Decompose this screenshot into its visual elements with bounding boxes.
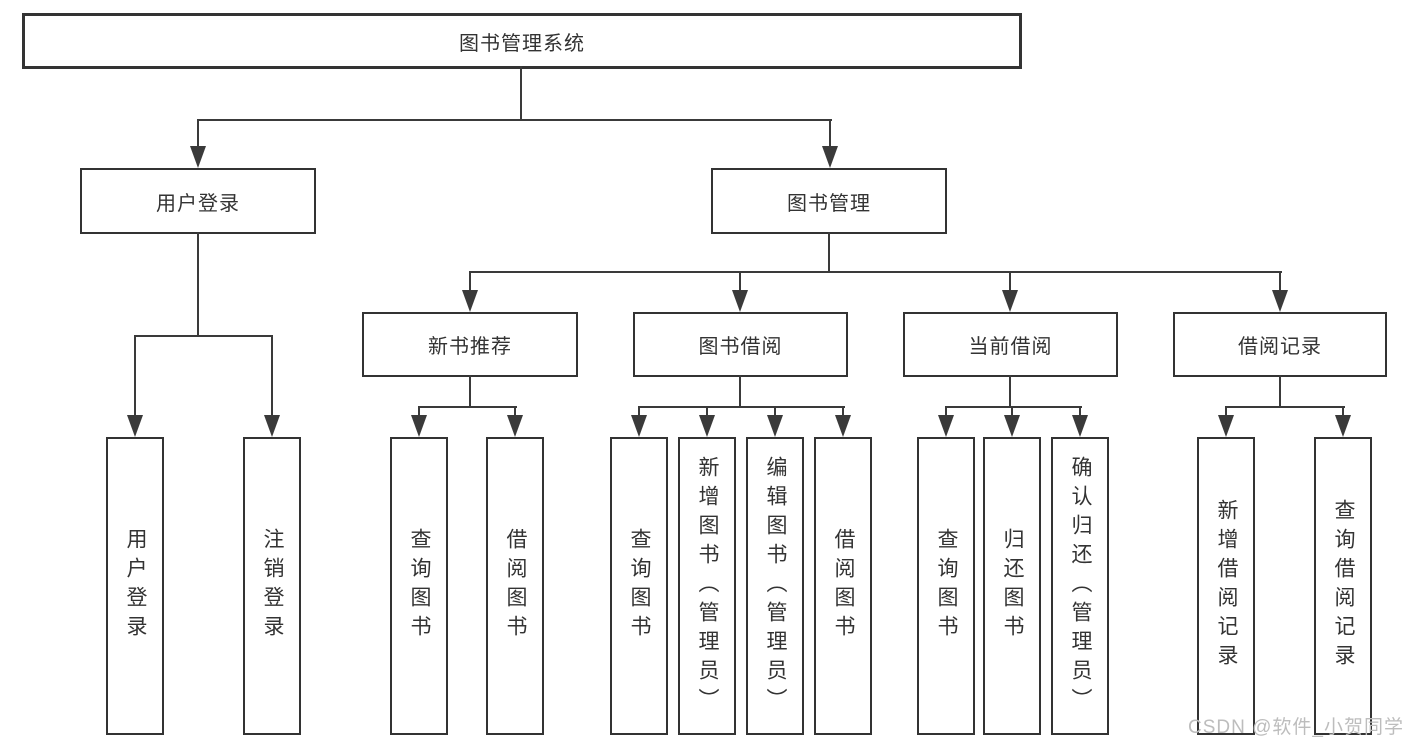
node-book-borrowing: 图书借阅 xyxy=(633,312,848,377)
node-label: 查询图书 xyxy=(408,528,431,644)
node-label: 借阅记录 xyxy=(1238,336,1322,358)
arrow-down-icon xyxy=(732,290,748,312)
node-label: 新增借阅记录 xyxy=(1215,499,1238,673)
node-query-books-current: 查询图书 xyxy=(917,437,975,735)
node-borrow-books-recommend: 借阅图书 xyxy=(486,437,544,735)
connector-line xyxy=(514,406,516,417)
connector-line xyxy=(1279,375,1281,408)
node-label: 编辑图书（管理员） xyxy=(764,455,787,717)
node-label: 新书推荐 xyxy=(428,336,512,358)
node-label: 借阅图书 xyxy=(504,528,527,644)
connector-line xyxy=(469,375,471,408)
connector-line xyxy=(774,406,776,417)
arrow-down-icon xyxy=(1004,415,1020,437)
node-borrow-books-action: 借阅图书 xyxy=(814,437,872,735)
connector-line xyxy=(842,406,844,417)
arrow-down-icon xyxy=(127,415,143,437)
node-logout-action: 注销登录 xyxy=(243,437,301,735)
node-edit-book-admin: 编辑图书（管理员） xyxy=(746,437,804,735)
connector-line xyxy=(829,119,831,147)
connector-line xyxy=(197,232,199,337)
node-query-borrow-record: 查询借阅记录 xyxy=(1314,437,1372,735)
node-label: 用户登录 xyxy=(124,528,147,644)
connector-line xyxy=(1342,406,1344,417)
connector-line xyxy=(418,406,517,408)
connector-line xyxy=(271,335,273,417)
connector-line xyxy=(134,335,136,417)
node-query-books-borrowing: 查询图书 xyxy=(610,437,668,735)
arrow-down-icon xyxy=(1002,290,1018,312)
connector-line xyxy=(638,406,845,408)
node-query-books-recommend: 查询图书 xyxy=(390,437,448,735)
arrow-down-icon xyxy=(462,290,478,312)
connector-line xyxy=(638,406,640,417)
connector-line xyxy=(197,119,832,121)
node-add-borrow-record: 新增借阅记录 xyxy=(1197,437,1255,735)
node-user-login-action: 用户登录 xyxy=(106,437,164,735)
node-label: 借阅图书 xyxy=(832,528,855,644)
connector-line xyxy=(739,271,741,292)
connector-line xyxy=(1279,271,1281,292)
watermark: CSDN @软件_小贺同学 xyxy=(1188,717,1404,738)
connector-line xyxy=(418,406,420,417)
arrow-down-icon xyxy=(938,415,954,437)
node-return-books: 归还图书 xyxy=(983,437,1041,735)
node-user-login: 用户登录 xyxy=(80,168,316,234)
arrow-down-icon xyxy=(190,146,206,168)
node-new-book-recommend: 新书推荐 xyxy=(362,312,578,377)
node-label: 当前借阅 xyxy=(968,336,1053,358)
node-library-management-system: 图书管理系统 xyxy=(22,13,1022,69)
arrow-down-icon xyxy=(835,415,851,437)
node-label: 图书管理 xyxy=(787,192,871,215)
node-label: 查询借阅记录 xyxy=(1332,499,1355,673)
node-label: 查询图书 xyxy=(935,528,958,644)
node-label: 查询图书 xyxy=(628,528,651,644)
connector-line xyxy=(945,406,947,417)
arrow-down-icon xyxy=(1335,415,1351,437)
arrow-down-icon xyxy=(411,415,427,437)
node-add-book-admin: 新增图书（管理员） xyxy=(678,437,736,735)
node-current-borrowing: 当前借阅 xyxy=(903,312,1118,377)
arrow-down-icon xyxy=(1272,290,1288,312)
connector-line xyxy=(197,119,199,147)
node-label: 用户登录 xyxy=(156,192,240,215)
connector-line xyxy=(1225,406,1345,408)
node-label: 图书借阅 xyxy=(698,336,783,358)
connector-line xyxy=(469,271,471,292)
node-label: 归还图书 xyxy=(1001,528,1024,644)
arrow-down-icon xyxy=(631,415,647,437)
connector-line xyxy=(1009,375,1011,408)
arrow-down-icon xyxy=(1218,415,1234,437)
connector-line xyxy=(469,271,1282,273)
node-label: 图书管理系统 xyxy=(459,32,585,55)
arrow-down-icon xyxy=(1072,415,1088,437)
connector-line xyxy=(945,406,1082,408)
connector-line xyxy=(1011,406,1013,417)
arrow-down-icon xyxy=(767,415,783,437)
connector-line xyxy=(1079,406,1081,417)
node-borrowing-records: 借阅记录 xyxy=(1173,312,1387,377)
connector-line xyxy=(706,406,708,417)
arrow-down-icon xyxy=(264,415,280,437)
node-confirm-return-admin: 确认归还（管理员） xyxy=(1051,437,1109,735)
connector-line xyxy=(739,375,741,408)
node-label: 注销登录 xyxy=(261,528,284,644)
arrow-down-icon xyxy=(507,415,523,437)
arrow-down-icon xyxy=(699,415,715,437)
connector-line xyxy=(520,66,522,121)
connector-line xyxy=(1009,271,1011,292)
node-label: 新增图书（管理员） xyxy=(696,455,719,717)
connector-line xyxy=(134,335,273,337)
node-book-management: 图书管理 xyxy=(711,168,947,234)
node-label: 确认归还（管理员） xyxy=(1069,455,1092,717)
connector-line xyxy=(1225,406,1227,417)
arrow-down-icon xyxy=(822,146,838,168)
connector-line xyxy=(828,232,830,273)
